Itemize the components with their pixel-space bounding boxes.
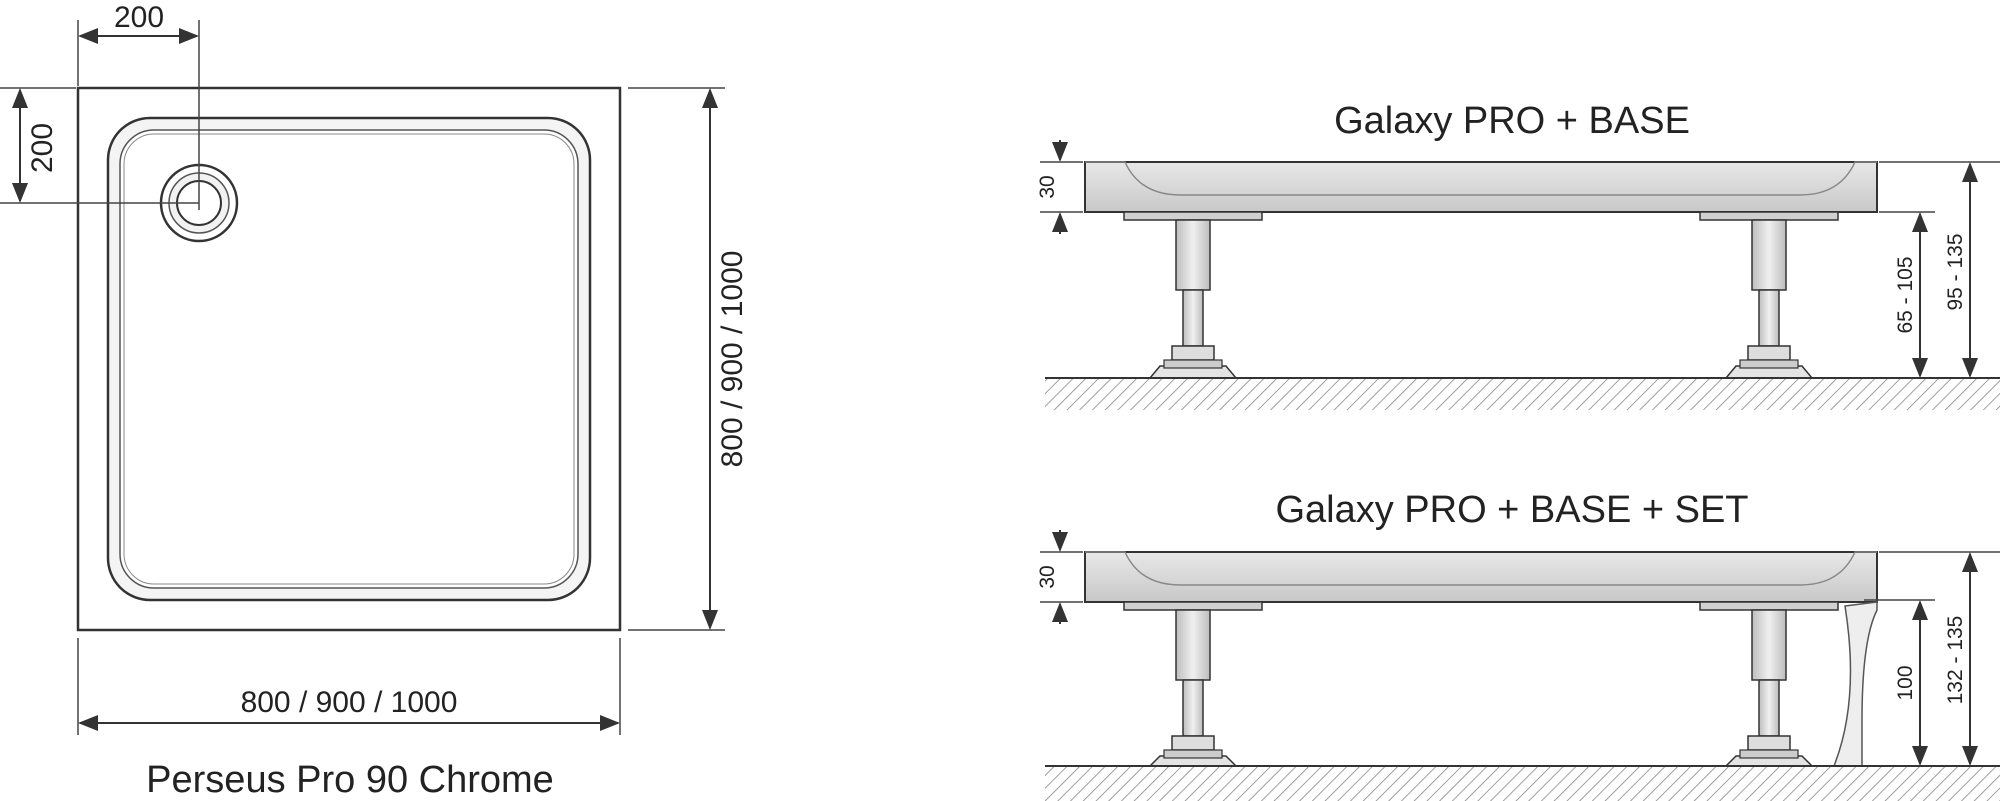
tray-height-dimension-2: 30 (1036, 530, 1083, 624)
tray-basin (123, 133, 575, 585)
drain-y-label: 200 (26, 123, 59, 173)
elevation-base-set: Galaxy PRO + BASE + SET (1036, 489, 2000, 801)
total-height-label-2: 132 - 135 (1944, 616, 1967, 705)
panel-height-label: 100 (1894, 665, 1917, 700)
floor-hatch-2 (1045, 765, 2000, 801)
plan-caption: Perseus Pro 90 Chrome (146, 759, 554, 801)
left-leg (1148, 219, 1238, 379)
plan-view: 200 200 800 / 900 / 1000 800 / 900 / 100… (0, 1, 749, 801)
floor-hatch (1045, 377, 2000, 410)
elevation-base: Galaxy PRO + BASE (1036, 100, 2000, 410)
drain-y-dimension: 200 (0, 87, 199, 204)
left-leg-2 (1148, 609, 1238, 767)
total-height-dimension-2: 132 - 135 (1879, 551, 2000, 766)
width-label: 800 / 900 / 1000 (241, 686, 458, 719)
tray-height-label-1: 30 (1036, 175, 1059, 198)
leg-height-dimension: 65 - 105 (1879, 211, 1935, 378)
right-leg (1724, 219, 1814, 379)
tray-height-label-2: 30 (1036, 565, 1059, 588)
tray-section (1084, 161, 1878, 221)
width-dimension: 800 / 900 / 1000 (77, 638, 621, 735)
elevation-base-title: Galaxy PRO + BASE (1334, 100, 1690, 142)
front-panel (1832, 601, 1878, 767)
total-height-label-1: 95 - 135 (1944, 233, 1967, 310)
tray-height-dimension: 30 (1036, 140, 1083, 234)
total-height-dimension-1: 95 - 135 (1879, 161, 2000, 378)
leg-height-label: 65 - 105 (1894, 256, 1917, 333)
panel-height-dimension: 100 (1864, 599, 1935, 766)
drain-x-label: 200 (114, 1, 164, 34)
depth-dimension: 800 / 900 / 1000 (628, 87, 749, 631)
drain-x-dimension: 200 (77, 1, 200, 210)
elevation-base-set-title: Galaxy PRO + BASE + SET (1275, 489, 1748, 531)
depth-label: 800 / 900 / 1000 (716, 251, 749, 468)
right-leg-2 (1724, 609, 1814, 767)
tray-section-2 (1084, 551, 1878, 611)
